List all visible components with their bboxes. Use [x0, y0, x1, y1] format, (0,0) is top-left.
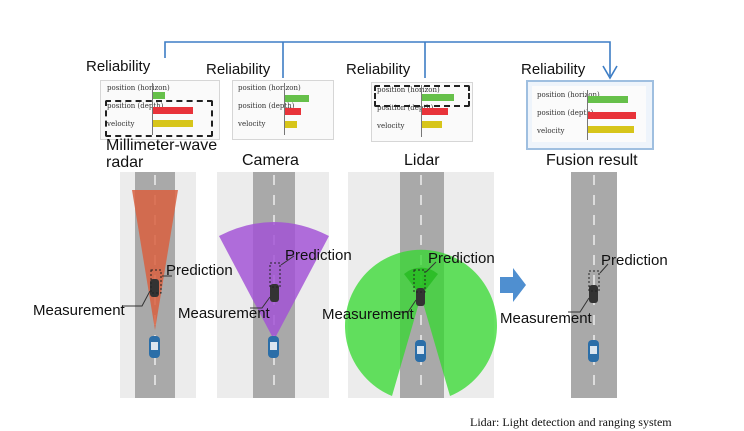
bar-depth: [285, 108, 301, 115]
reliability-label-camera: Reliability: [206, 61, 271, 78]
camera-fov: [219, 222, 329, 340]
reliability-label-fusion: Reliability: [521, 61, 586, 78]
sensor-title-radar: Millimeter-wave radar: [106, 137, 217, 171]
sensor-title-radar-line2: radar: [106, 154, 144, 171]
row-label-velocity: velocity: [107, 120, 135, 128]
bar-velocity: [153, 120, 193, 127]
camera-reliability-panel: position (horizon) position (depth) velo…: [232, 80, 334, 140]
row-label-depth: position (depth): [537, 109, 594, 117]
footnote: Lidar: Light detection and ranging syste…: [470, 415, 672, 429]
reliability-connector: [164, 41, 618, 80]
lidar-scene: [345, 172, 497, 398]
row-label-velocity: velocity: [537, 127, 565, 135]
row-label-horizon: position (horizon): [377, 86, 440, 94]
row-label-depth: position (depth): [377, 104, 434, 112]
row-label-velocity: velocity: [238, 120, 266, 128]
radar-beam: [132, 190, 178, 330]
row-label-horizon: position (horizon): [107, 84, 170, 92]
bar-depth: [588, 112, 636, 119]
bar-velocity: [285, 121, 297, 128]
bar-horizon: [285, 95, 309, 102]
row-label-depth: position (depth): [238, 102, 295, 110]
prediction-label-radar: Prediction: [166, 262, 233, 279]
targets: [122, 255, 609, 313]
vehicles: [149, 336, 599, 362]
fusion-arrow: [500, 268, 526, 302]
sensor-title-lidar: Lidar: [404, 152, 440, 169]
sensor-title-camera: Camera: [242, 152, 299, 169]
row-label-horizon: position (horizon): [537, 91, 600, 99]
measurement-label-camera: Measurement: [178, 305, 270, 322]
row-label-horizon: position (horizon): [238, 84, 301, 92]
measurement-label-fusion: Measurement: [500, 310, 592, 327]
prediction-label-fusion: Prediction: [601, 252, 668, 269]
reliability-label-radar: Reliability: [86, 58, 151, 75]
bar-horizon: [588, 96, 628, 103]
bar-depth: [422, 108, 448, 115]
sensor-title-fusion: Fusion result: [546, 152, 638, 169]
prediction-label-camera: Prediction: [285, 247, 352, 264]
bar-horizon: [153, 92, 165, 99]
radar-reliability-panel: position (horizon) position (depth) velo…: [100, 80, 220, 140]
highlight-box: [105, 100, 213, 137]
bar-horizon: [422, 94, 454, 101]
prediction-label-lidar: Prediction: [428, 250, 495, 267]
bar-velocity: [588, 126, 634, 133]
row-label-depth: position (depth): [107, 102, 164, 110]
measurement-label-radar: Measurement: [33, 302, 125, 319]
lidar-scan-area: [345, 249, 497, 396]
sensor-title-radar-line1: Millimeter-wave: [106, 137, 218, 154]
highlight-box: [374, 85, 470, 107]
fusion-reliability-panel: position (horizon) position (depth) velo…: [526, 80, 654, 150]
bar-depth: [153, 107, 193, 114]
reliability-label-lidar: Reliability: [346, 61, 411, 78]
lidar-reliability-panel: position (horizon) position (depth) velo…: [371, 82, 473, 142]
bar-velocity: [422, 121, 442, 128]
row-label-velocity: velocity: [377, 122, 405, 130]
measurement-label-lidar: Measurement: [322, 306, 414, 323]
